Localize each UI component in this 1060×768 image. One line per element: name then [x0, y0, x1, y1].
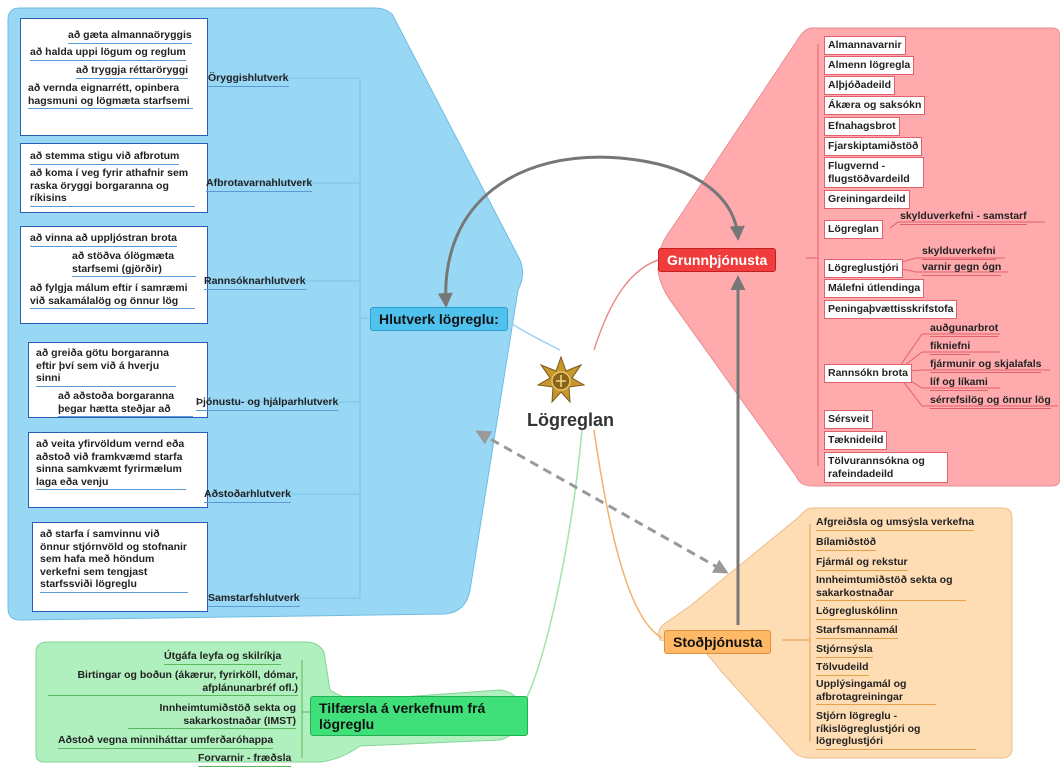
blue-group-title[interactable]: Aðstoðarhlutverk: [204, 488, 291, 503]
red-item[interactable]: Almannavarnir: [824, 36, 906, 55]
blue-item[interactable]: að koma í veg fyrir athafnir sem raska ö…: [30, 167, 195, 207]
hub-stodthjonusta[interactable]: Stoðþjónusta: [664, 630, 772, 654]
arrow-blue-to-red: [437, 155, 745, 308]
orange-item[interactable]: Tölvudeild: [816, 661, 869, 676]
blue-item[interactable]: að fylgja málum eftir í samræmi við saka…: [30, 282, 195, 309]
green-item[interactable]: Innheimtumiðstöð sekta og sakarkostnaðar…: [128, 702, 296, 729]
orange-item[interactable]: Upplýsingamál og afbrotagreiningar: [816, 678, 936, 705]
green-item[interactable]: Útgáfa leyfa og skilríkja: [164, 650, 282, 665]
blue-group-title[interactable]: Þjónustu- og hjálparhlutverk: [196, 396, 339, 411]
link-center-green: [521, 429, 583, 707]
red-item[interactable]: Tölvurannsókna og rafeindadeild: [824, 452, 948, 483]
orange-item[interactable]: Innheimtumiðstöð sekta og sakarkostnaðar: [816, 574, 966, 601]
red-item[interactable]: Sérsveit: [824, 410, 873, 429]
red-subitem[interactable]: líf og líkami: [930, 376, 988, 391]
blue-item[interactable]: að veita yfirvöldum vernd eða aðstoð við…: [36, 438, 186, 490]
blue-group-title[interactable]: Samstarfshlutverk: [208, 592, 300, 607]
center-title: Lögreglan: [527, 410, 615, 430]
blue-item[interactable]: að tryggja réttaröryggi: [76, 64, 189, 79]
blue-group-title[interactable]: Öryggishlutverk: [208, 72, 289, 87]
group-box-oryggi: [20, 18, 208, 136]
red-item[interactable]: Almenn lögregla: [824, 56, 915, 75]
blue-group-title[interactable]: Afbrotavarnahlutverk: [206, 177, 313, 192]
blue-item[interactable]: að stemma stigu við afbrotum: [30, 150, 180, 165]
red-item[interactable]: Efnahagsbrot: [824, 117, 900, 136]
hub-hlutverk[interactable]: Hlutverk lögreglu:: [370, 307, 508, 331]
link-center-orange: [593, 429, 663, 639]
red-item[interactable]: Peningaþvættisskrifstofa: [824, 300, 958, 319]
hub-tilfaersla[interactable]: Tilfærsla á verkefnum frá lögreglu: [310, 696, 528, 736]
blue-item[interactable]: að halda uppi lögum og reglum: [30, 46, 186, 61]
orange-region: [658, 507, 1013, 759]
red-item[interactable]: Málefni útlendinga: [824, 279, 925, 298]
group-box-afbrota: [20, 143, 208, 213]
blue-item[interactable]: að gæta almannaöryggis: [68, 29, 192, 44]
orange-item[interactable]: Stjórn lögreglu - ríkislögreglustjóri og…: [816, 710, 976, 750]
red-subitem[interactable]: fjármunir og skjalafals: [930, 358, 1042, 373]
red-subitem[interactable]: skylduverkefni: [922, 245, 996, 260]
group-box-samstarf: [32, 522, 208, 612]
orange-item[interactable]: Afgreiðsla og umsýsla verkefna: [816, 516, 975, 531]
orange-item[interactable]: Fjármál og rekstur: [816, 556, 908, 571]
red-item[interactable]: Greiningardeild: [824, 190, 910, 209]
blue-item[interactable]: að vernda eignarrétt, opinbera hagsmuni …: [28, 82, 193, 109]
police-star-badge-icon: [536, 355, 586, 404]
blue-item[interactable]: að stöðva ólögmæta starfsemi (gjörðir): [72, 250, 196, 277]
blue-item[interactable]: að vinna að uppljóstran brota: [30, 232, 178, 247]
group-box-adstod: [28, 432, 208, 508]
green-item[interactable]: Aðstoð vegna minniháttar umferðaróhappa: [58, 734, 274, 749]
red-connectors: [806, 44, 1058, 466]
orange-item[interactable]: Lögregluskólinn: [816, 605, 898, 620]
red-subitem[interactable]: fíkniefni: [930, 340, 971, 355]
blue-connectors: [195, 35, 370, 599]
green-item[interactable]: Birtingar og boðun (ákærur, fyrirköll, d…: [48, 669, 298, 696]
green-item[interactable]: Forvarnir - fræðsla: [198, 752, 292, 767]
orange-item[interactable]: Stjórnsýsla: [816, 643, 873, 658]
red-item[interactable]: Tæknideild: [824, 431, 888, 450]
red-item[interactable]: Flugvernd - flugstöðvardeild: [824, 157, 924, 188]
link-center-red: [593, 259, 659, 351]
red-subitem[interactable]: varnir gegn ógn: [922, 261, 1002, 276]
red-item[interactable]: Lögreglustjóri: [824, 259, 903, 278]
blue-item[interactable]: að greiða götu borgaranna eftir því sem …: [36, 347, 176, 387]
red-item[interactable]: Lögreglan: [824, 220, 883, 239]
red-item[interactable]: Rannsókn brota: [824, 364, 912, 383]
arrow-blue-orange-dashed: [475, 430, 729, 574]
red-subitem[interactable]: sérrefsilög og önnur lög: [930, 394, 1051, 409]
blue-group-title[interactable]: Rannsóknarhlutverk: [204, 275, 306, 290]
link-center-blue: [506, 317, 561, 351]
orange-connectors: [782, 524, 811, 742]
orange-item[interactable]: Starfsmannamál: [816, 624, 898, 639]
group-box-thjonusta: [28, 342, 208, 418]
red-item[interactable]: Fjarskiptamiðstöð: [824, 137, 923, 156]
red-item[interactable]: Alþjóðadeild: [824, 76, 895, 95]
red-subitem[interactable]: skylduverkefni - samstarf: [900, 210, 1027, 225]
green-connectors: [301, 660, 310, 758]
red-item[interactable]: Ákæra og saksókn: [824, 96, 926, 115]
blue-item[interactable]: að aðstoða borgaranna þegar hætta steðja…: [58, 390, 193, 417]
red-subitem[interactable]: auðgunarbrot: [930, 322, 999, 337]
hub-grunnthjonusta[interactable]: Grunnþjónusta: [658, 248, 777, 272]
group-box-rannsokn: [20, 226, 208, 324]
orange-item[interactable]: Bílamiðstöð: [816, 536, 877, 551]
blue-item[interactable]: að starfa í samvinnu við önnur stjórnvöl…: [40, 528, 188, 593]
